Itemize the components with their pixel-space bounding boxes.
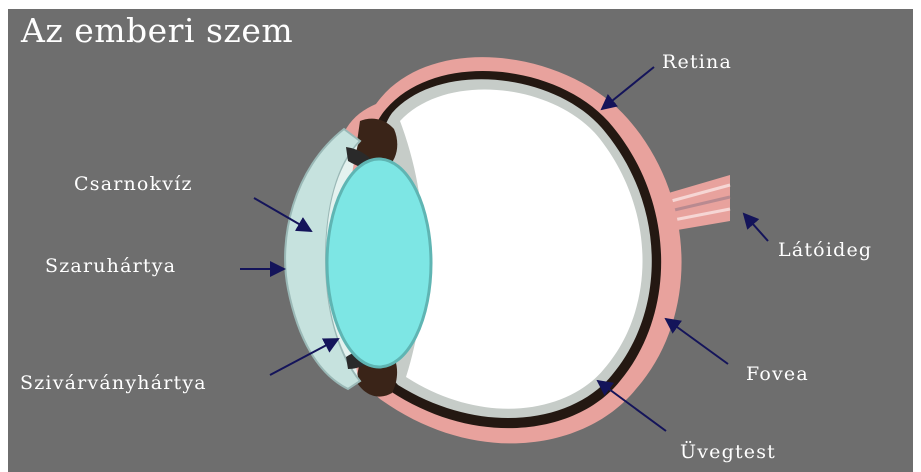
- latoideg-arrow: [744, 214, 768, 241]
- label-retina: Retina: [662, 51, 732, 73]
- diagram-title: Az emberi szem: [21, 11, 293, 50]
- retina-arrow: [602, 67, 654, 109]
- label-uvegtest: Üvegtest: [680, 441, 776, 463]
- label-latoideg: Látóideg: [778, 239, 872, 261]
- lens: [327, 159, 431, 367]
- label-fovea: Fovea: [746, 363, 809, 385]
- fovea-arrow: [666, 319, 728, 364]
- label-csarnokviz: Csarnokvíz: [74, 173, 193, 195]
- label-szivarvanyhartya: Szivárványhártya: [20, 372, 207, 394]
- diagram-stage: Az emberi szem Retina Csarnokvíz Szaruhá…: [8, 9, 913, 472]
- label-szaruhartya: Szaruhártya: [45, 255, 176, 277]
